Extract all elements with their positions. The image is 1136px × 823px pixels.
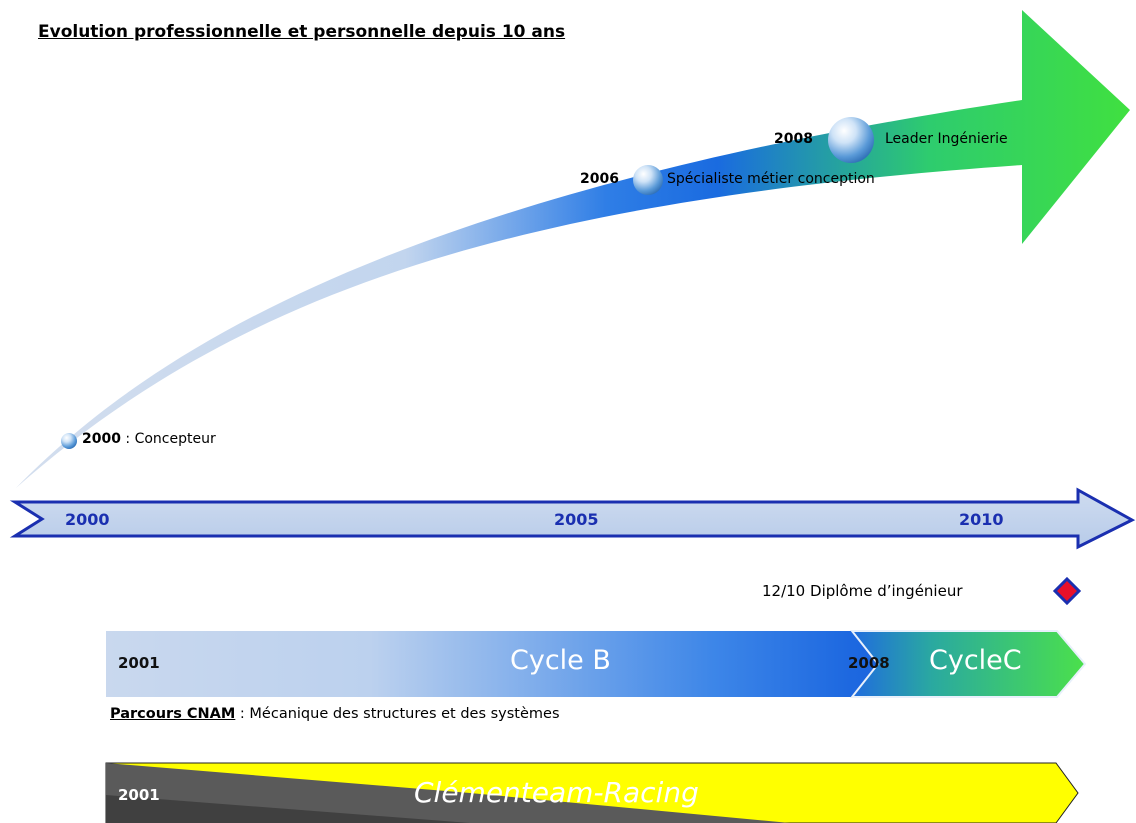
cnam-mid-year: 2008 [848,654,890,672]
axis-tick-2010: 2010 [959,510,1004,529]
cnam-caption-title: Parcours CNAM [110,706,236,722]
page-title: Evolution professionnelle et personnelle… [38,22,566,42]
milestone-2006-year: 2006 [580,171,619,187]
diploma-diamond-icon [1052,576,1082,606]
cnam-caption: Parcours CNAM : Mécanique des structures… [110,706,560,722]
diploma: 12/10 Diplôme d’ingénieur [762,582,963,600]
racing-label: Clémenteam-Racing [414,776,699,809]
cycle-c-label: CycleC [929,645,1022,676]
career-curve-arrow [16,10,1130,488]
axis-tick-2005: 2005 [554,510,599,529]
milestone-2006-sphere [633,165,663,195]
milestone-2006-label: Spécialiste métier conception [667,171,875,187]
diploma-label: Diplôme d’ingénieur [810,582,963,600]
milestone-2000-sphere [61,433,77,449]
milestone-2008-label: Leader Ingénierie [885,131,1008,147]
diploma-date: 12/10 [762,582,806,600]
milestone-2000-label: Concepteur [134,431,216,447]
milestone-2000-year: 2000 [82,431,121,447]
cycle-b-label: Cycle B [510,645,611,676]
cnam-cycle-b-band [106,631,878,697]
cnam-caption-text: : Mécanique des structures et des systèm… [235,706,560,722]
milestone-2008-sphere [828,117,874,163]
racing-band-grey [106,763,790,823]
milestone-2000-separator: : [120,431,135,447]
axis-tick-2000: 2000 [65,510,110,529]
cnam-start-year: 2001 [118,654,160,672]
cnam-cycle-c-band [849,630,1087,698]
racing-band-grey-shade [106,763,470,823]
milestone-2008-year: 2008 [774,131,813,147]
time-axis-arrow [9,487,1136,550]
milestone-2000: 2000 : Concepteur [82,431,216,447]
racing-start-year: 2001 [118,786,160,804]
